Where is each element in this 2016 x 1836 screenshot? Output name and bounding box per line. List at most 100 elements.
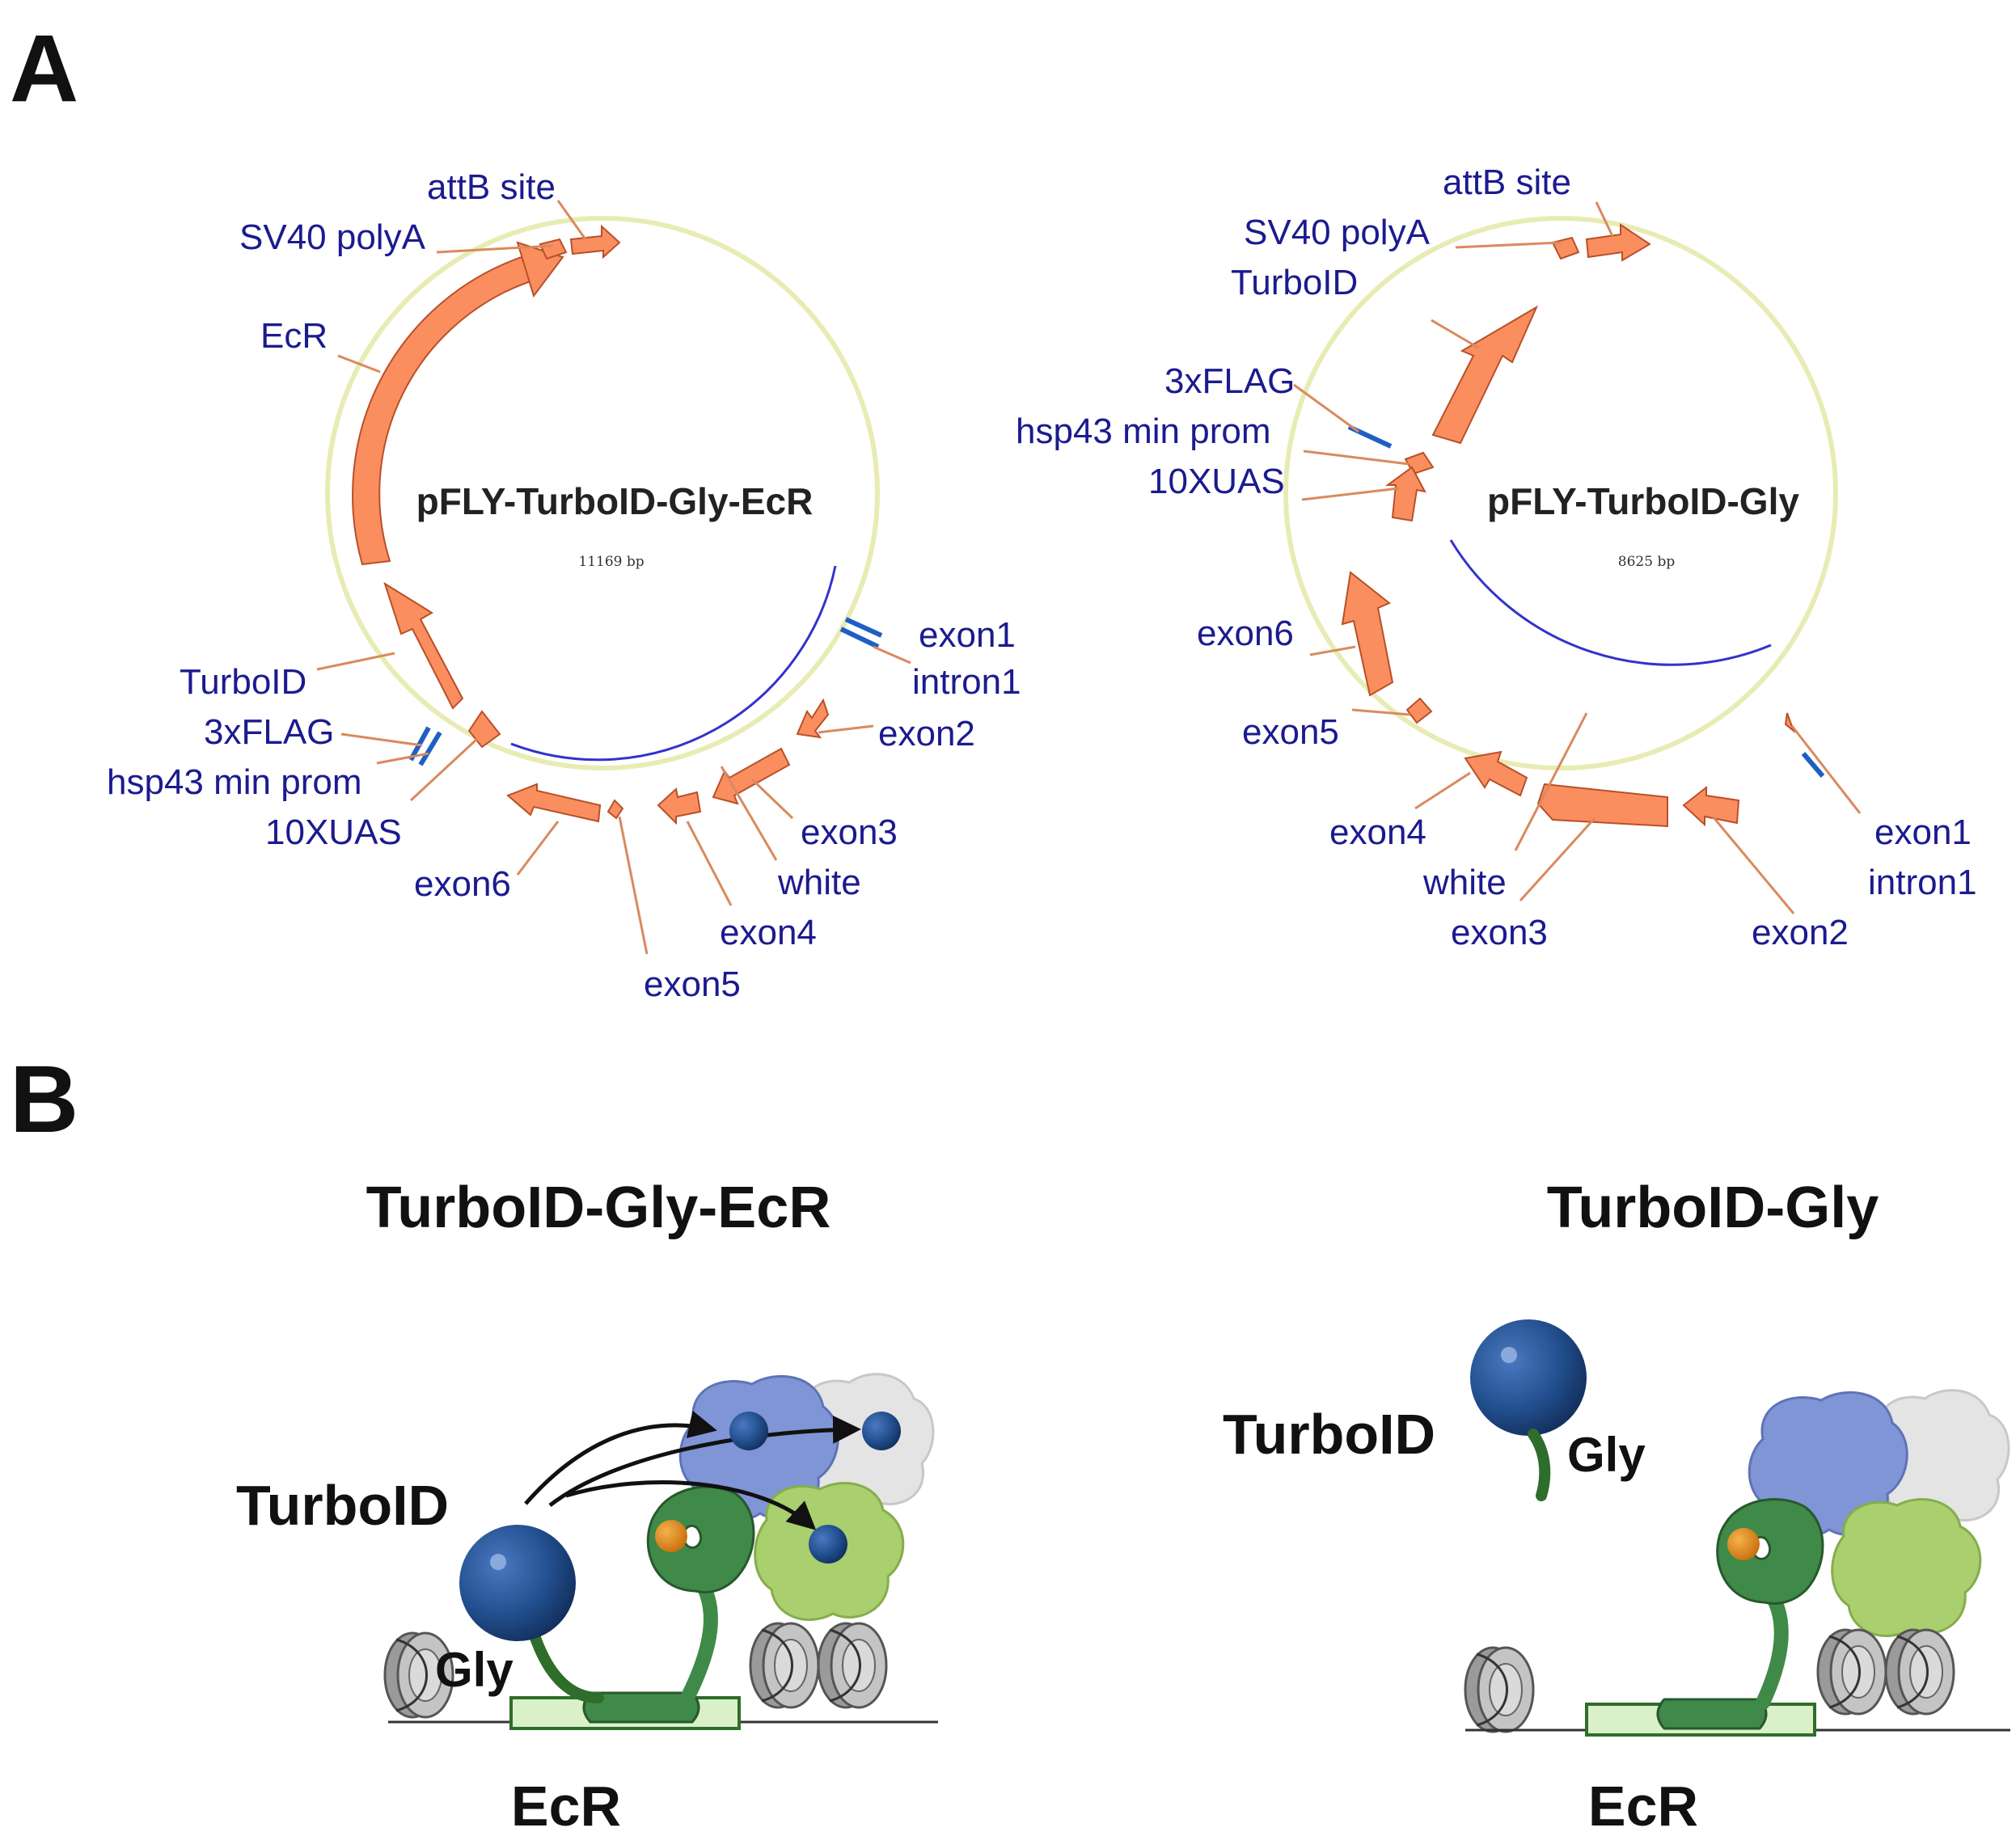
ecr-dna-binding-domain-left	[582, 1691, 700, 1724]
leader-exon2-left	[818, 724, 874, 734]
gly-linker-left	[528, 1627, 604, 1703]
exon5-feature-left	[606, 799, 624, 820]
white-gene-arc-right	[1449, 539, 1772, 666]
label-turboid-b-right: TurboID	[1223, 1403, 1435, 1466]
exon3-feature-left	[712, 747, 791, 805]
label-gly-b-right: Gly	[1567, 1428, 1646, 1482]
label-exon2-left: exon2	[878, 714, 975, 753]
attb-feature-left	[569, 224, 621, 260]
leader-white-left	[720, 766, 778, 861]
turboid-highlight-right	[1501, 1347, 1517, 1363]
cartoon-turboid-gly: TurboID-Gly TurboID Gly EcR	[1223, 1175, 2010, 1836]
nucleosome-right-3	[1884, 1628, 1955, 1716]
green-protein-right	[1831, 1498, 1982, 1638]
label-3xflag-right: 3xFLAG	[1164, 361, 1295, 401]
exon4-feature-right	[1464, 750, 1528, 797]
leader-white-right	[1514, 712, 1588, 851]
title-turboid-gly: TurboID-Gly	[1547, 1175, 1879, 1240]
biotinylation-arrow-2	[548, 1415, 861, 1507]
label-turboid-right: TurboID	[1231, 263, 1358, 302]
plasmid-backbone-left	[325, 216, 880, 770]
nucleosome-right-1	[1464, 1646, 1535, 1733]
exon2-feature-left	[796, 698, 830, 739]
plasmid-name-left: pFLY-TurboID-Gly-EcR	[416, 480, 814, 522]
plasmid-size-right: 8625 bp	[1618, 554, 1676, 570]
leader-ecr-left	[337, 354, 381, 374]
turboid-enzyme-left	[459, 1525, 576, 1641]
label-turboid-left: TurboID	[180, 662, 306, 702]
label-exon4-right: exon4	[1329, 812, 1426, 852]
hormone-ligand-left	[655, 1520, 687, 1552]
leader-exon6-left	[516, 821, 560, 876]
label-ecr-b-right: EcR	[1588, 1775, 1698, 1836]
exon1-marker-right	[1801, 752, 1825, 778]
plasmid-map-left: attB site SV40 polyA EcR TurboID 3xFLAG …	[107, 167, 1021, 1004]
cartoon-turboid-gly-ecr: TurboID-Gly-EcR TurboID Gly	[236, 1175, 938, 1836]
biotin-mark-1	[729, 1412, 768, 1450]
label-10xuas-right: 10XUAS	[1148, 462, 1285, 501]
exon6-feature-left	[506, 783, 602, 823]
exon1-marker-left	[839, 617, 883, 649]
exon5-feature-right	[1405, 697, 1433, 724]
exon4-feature-left	[657, 787, 702, 825]
turboid-enzyme-right	[1470, 1319, 1587, 1436]
attb-feature-right	[1585, 223, 1651, 262]
label-exon5-right: exon5	[1242, 712, 1339, 752]
leader-exon4-left	[686, 821, 733, 906]
biotin-mark-2	[862, 1412, 901, 1450]
turboid-feature-right	[1431, 305, 1539, 445]
label-exon4-left: exon4	[720, 913, 817, 952]
leader-flag-left	[340, 732, 423, 747]
ecr-ligand-domain-right	[1716, 1497, 1824, 1605]
leader-uas-right	[1301, 487, 1400, 501]
panel-a-letter: A	[10, 15, 78, 122]
leader-exon4-right	[1414, 771, 1471, 810]
leader-sv40-right	[1455, 241, 1562, 249]
hormone-ligand-right	[1727, 1528, 1760, 1560]
turboid-feature-left	[383, 581, 464, 710]
leader-attb-left	[556, 200, 587, 240]
label-white-left: white	[777, 863, 861, 902]
biotin-mark-3	[809, 1525, 847, 1564]
label-attb-site-right: attB site	[1443, 162, 1571, 202]
label-turboid-b-left: TurboID	[236, 1474, 449, 1537]
uas-marker-left	[408, 726, 442, 766]
label-hsp43-left: hsp43 min prom	[107, 762, 361, 802]
label-attb-site-left: attB site	[427, 167, 556, 207]
leader-sv40-left	[436, 244, 554, 254]
label-exon1-left: exon1	[919, 615, 1016, 655]
label-exon1-right: exon1	[1874, 812, 1972, 852]
label-sv40-polya-right: SV40 polyA	[1244, 213, 1431, 252]
label-ecr-b-left: EcR	[511, 1775, 621, 1836]
label-exon3-right: exon3	[1451, 913, 1548, 952]
plasmid-size-left: 11169 bp	[578, 554, 644, 570]
gly-linker-right	[1528, 1429, 1551, 1501]
leader-exon3-right	[1519, 817, 1596, 902]
ecr-linker-right	[1756, 1582, 1789, 1710]
label-sv40-polya-left: SV40 polyA	[239, 217, 426, 257]
sv40-polya-feature-left	[539, 238, 568, 260]
panel-b-letter: B	[10, 1046, 78, 1153]
exon3-feature-right	[1536, 783, 1668, 828]
label-intron1-left: intron1	[912, 662, 1021, 702]
label-white-right: white	[1422, 863, 1507, 902]
leader-exon3-left	[750, 778, 794, 820]
leader-exon2-right	[1711, 816, 1795, 914]
label-ecr-left: EcR	[260, 316, 328, 356]
sv40-polya-feature-right	[1551, 236, 1580, 260]
leader-hsp43-right	[1303, 450, 1410, 466]
title-turboid-gly-ecr: TurboID-Gly-EcR	[366, 1175, 831, 1240]
label-3xflag-left: 3xFLAG	[204, 712, 334, 752]
leader-exon5-right	[1351, 708, 1411, 716]
leader-attb-right	[1595, 201, 1614, 237]
ecr-dna-binding-domain-right	[1656, 1698, 1768, 1730]
flag-hsp-feature-left	[467, 710, 501, 749]
leader-exon5-left	[618, 816, 649, 955]
label-exon3-left: exon3	[801, 812, 898, 852]
label-gly-b-left: Gly	[435, 1643, 514, 1697]
biotinylation-arrow-3	[565, 1480, 817, 1530]
nucleosome-left-2	[749, 1622, 820, 1709]
label-exon2-right: exon2	[1752, 913, 1849, 952]
white-gene-arc-left	[510, 565, 837, 762]
ecr-linker-left	[680, 1571, 718, 1705]
